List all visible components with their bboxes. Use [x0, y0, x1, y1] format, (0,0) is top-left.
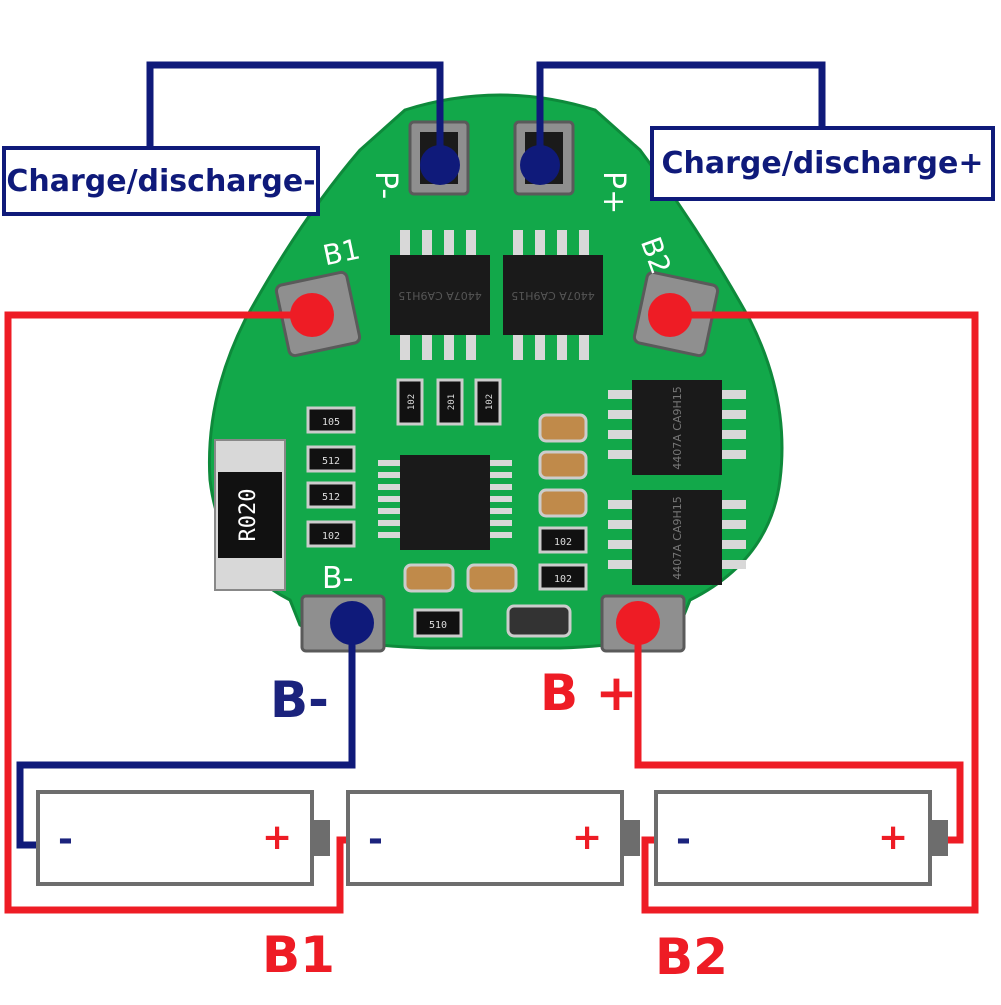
protection-ic — [378, 455, 512, 550]
label-b-plus: B + — [540, 664, 638, 722]
cell-1-positive-sign: + — [262, 817, 293, 858]
terminal-dot-p-minus — [420, 145, 460, 185]
label-b1: B1 — [262, 926, 335, 984]
cell-2-positive-sign: + — [572, 817, 603, 858]
shunt-resistor-code: R020 — [236, 489, 261, 542]
silk-b-plus: B+ — [700, 593, 740, 623]
wire-b-minus — [16, 623, 356, 849]
cell-1-negative-sign: - — [58, 819, 73, 860]
terminal-dot-b2 — [648, 293, 692, 337]
label-charge-discharge-plus: Charge/discharge+ — [650, 126, 995, 201]
silk-b1: B1 — [320, 232, 363, 272]
svg-text:201: 201 — [447, 394, 457, 410]
battery-cell-2 — [346, 790, 640, 886]
mosfet-right-lower: 4407A CA9H15 — [608, 490, 746, 585]
svg-text:102: 102 — [554, 537, 572, 548]
terminal-dot-b1 — [290, 293, 334, 337]
wire-charge-minus — [146, 61, 444, 165]
mosfet-top-right: 4407A CA9H15 — [503, 230, 603, 360]
shunt-resistor: R020 — [214, 439, 286, 591]
mosfet-code-2: 4407A CA9H15 — [511, 289, 595, 302]
silk-b-minus: B- — [322, 561, 353, 596]
svg-text:102: 102 — [322, 531, 340, 542]
cell-3-positive-sign: + — [878, 817, 909, 858]
terminal-dot-b-minus — [330, 601, 374, 645]
svg-text:102: 102 — [485, 394, 495, 410]
cell-3-negative-sign: - — [676, 819, 691, 860]
battery-cell-1 — [36, 790, 330, 886]
svg-text:512: 512 — [322, 492, 340, 503]
smd-capacitors — [403, 413, 588, 638]
label-b-minus: B- — [270, 671, 329, 729]
svg-text:102: 102 — [407, 394, 417, 410]
mosfet-right-upper: 4407A CA9H15 — [608, 380, 746, 475]
battery-cell-3 — [654, 790, 948, 886]
label-b2: B2 — [655, 928, 728, 986]
silk-p-plus: P+ — [596, 171, 631, 214]
cell-2-negative-sign: - — [368, 819, 383, 860]
mosfet-code-3: 4407A CA9H15 — [671, 386, 684, 470]
mosfet-top-left: 4407A CA9H15 — [390, 230, 490, 360]
mosfet-code-4: 4407A CA9H15 — [671, 496, 684, 580]
svg-text:510: 510 — [429, 620, 447, 631]
wire-b-plus — [634, 623, 964, 844]
svg-text:102: 102 — [554, 574, 572, 585]
smd-resistors: 105 512 512 102 102 201 102 102 102 510 — [306, 378, 588, 638]
silk-p-minus: P- — [368, 171, 403, 199]
svg-text:512: 512 — [322, 456, 340, 467]
label-charge-discharge-minus: Charge/discharge- — [2, 146, 320, 216]
wire-charge-plus — [536, 61, 826, 165]
wire-b2 — [641, 311, 979, 914]
svg-text:105: 105 — [322, 417, 340, 428]
terminal-dot-p-plus — [520, 145, 560, 185]
terminal-dot-b-plus — [616, 601, 660, 645]
mosfet-code-1: 4407A CA9H15 — [398, 289, 482, 302]
wire-b1 — [4, 311, 352, 914]
